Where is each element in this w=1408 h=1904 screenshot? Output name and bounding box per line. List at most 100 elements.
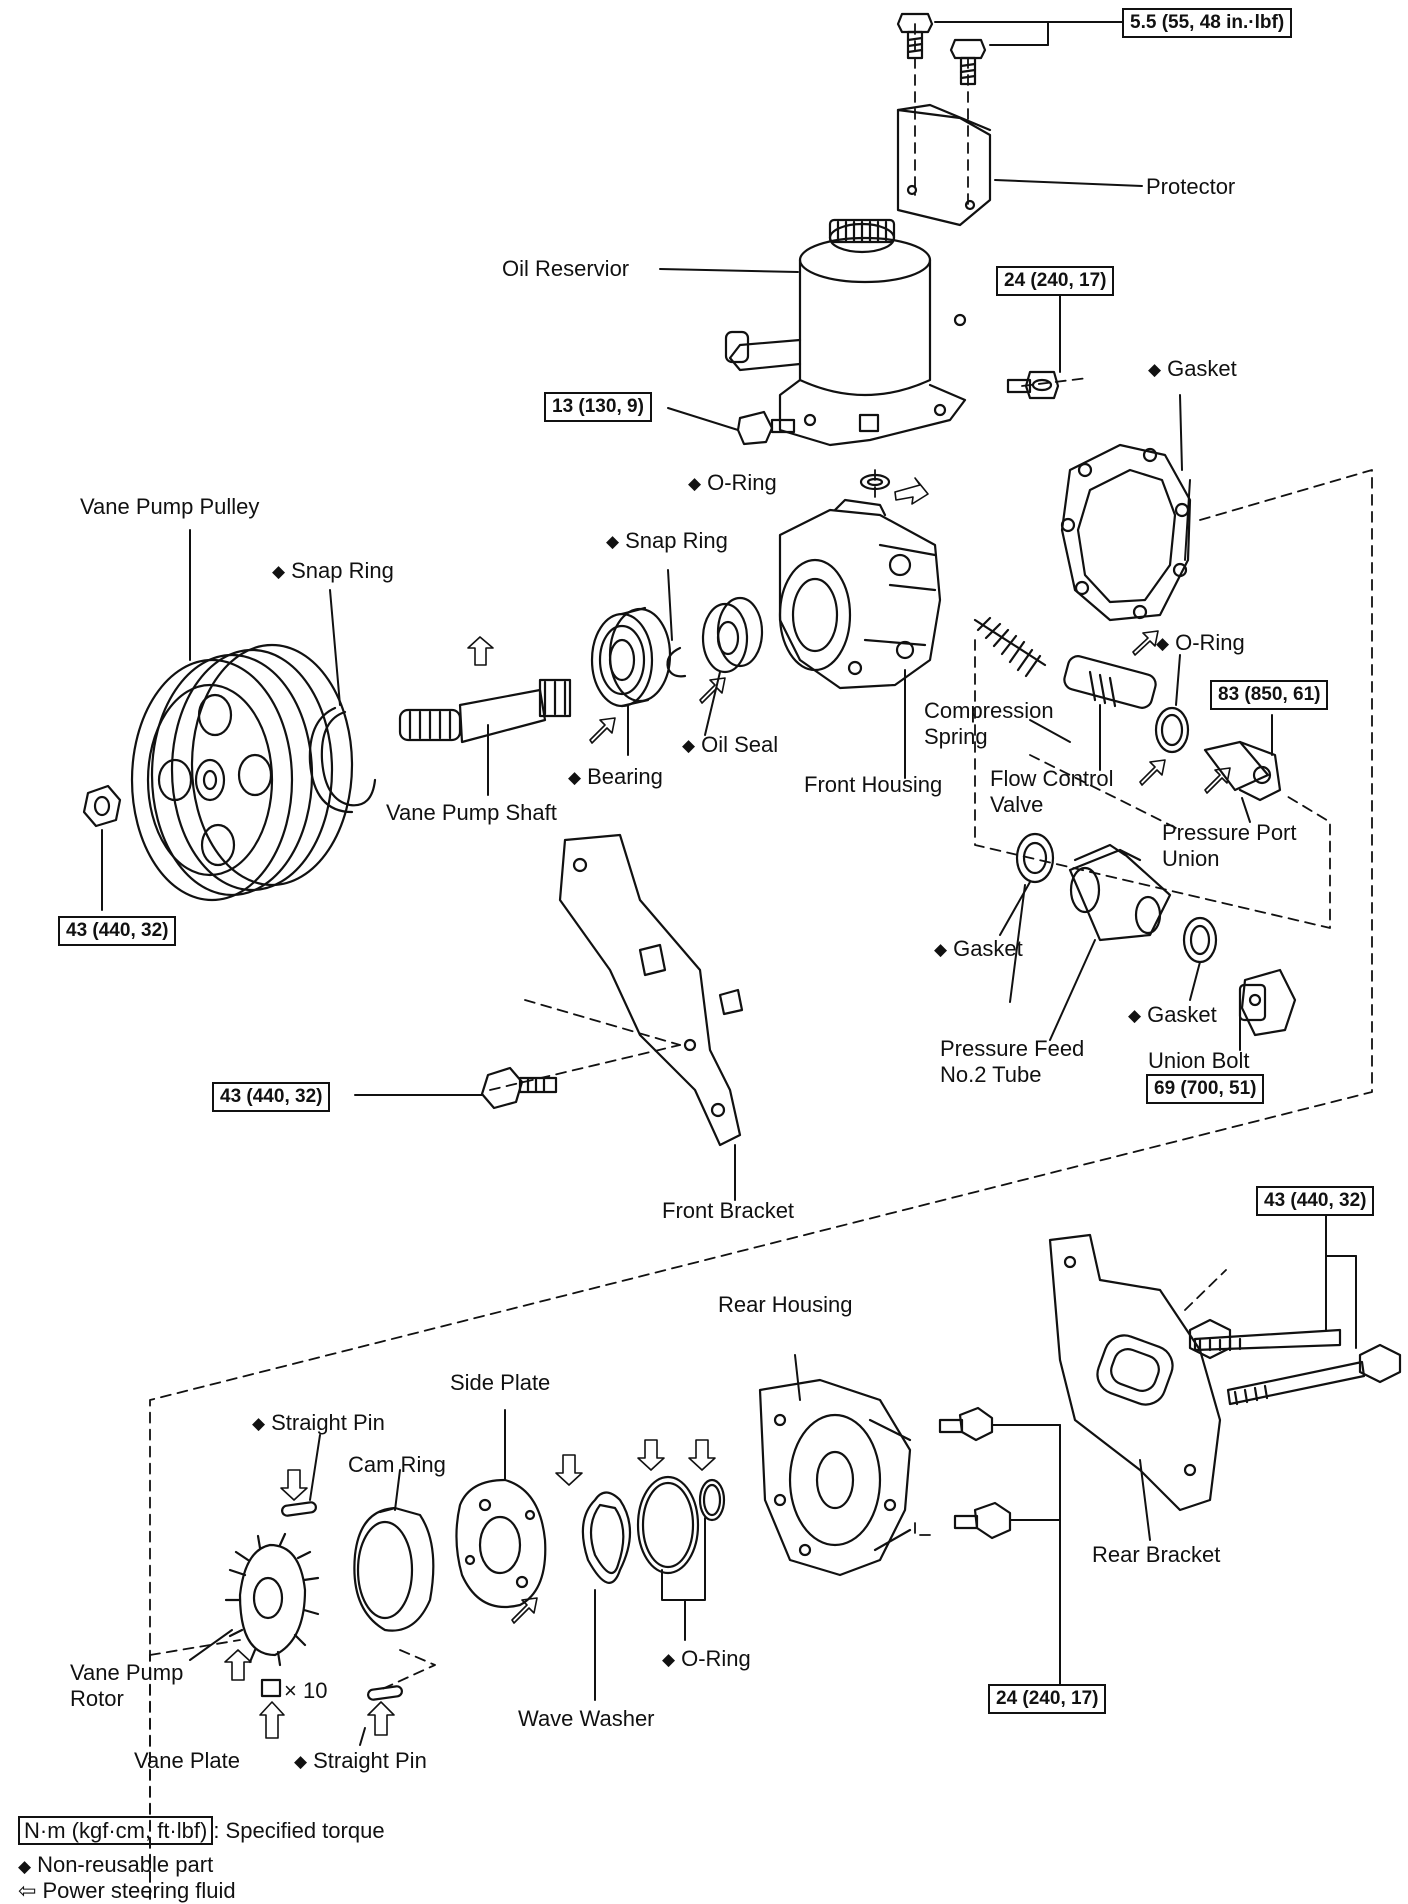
- label-gasket-mid: ◆ Gasket: [934, 936, 1023, 964]
- label-o-ring-top-text: O-Ring: [707, 470, 777, 495]
- side-plate-drawing: [455, 1478, 547, 1609]
- legend-fluid-text: Power steering fluid: [42, 1878, 236, 1903]
- o-ring-top-drawing: [859, 473, 891, 491]
- label-straight-pin-top-text: Straight Pin: [271, 1410, 385, 1435]
- label-times-10: × 10: [284, 1678, 328, 1703]
- label-vane-pump-pulley: Vane Pump Pulley: [80, 494, 260, 519]
- label-rear-bracket: Rear Bracket: [1092, 1542, 1221, 1567]
- wave-washer-drawing: [581, 1491, 631, 1584]
- label-wave-washer: Wave Washer: [518, 1706, 655, 1731]
- oil-seal-drawing: [701, 596, 764, 674]
- bearing-drawing: [590, 606, 672, 708]
- front-housing-drawing: [778, 498, 942, 690]
- legend-torque-unit: N·m (kgf·cm, ft·lbf): [18, 1816, 214, 1845]
- label-gasket-top: ◆ Gasket: [1148, 356, 1237, 384]
- legend-torque-desc: : Specified torque: [213, 1818, 385, 1843]
- vane-pump-rotor-drawing: [224, 1532, 320, 1667]
- straight-pin-top-drawing: [281, 1501, 317, 1517]
- diamond-icon: ◆: [688, 474, 702, 493]
- label-o-ring-bottom-text: O-Ring: [681, 1646, 751, 1671]
- o-ring-bottom-2-drawing: [698, 1478, 726, 1522]
- label-gasket-mid-text: Gasket: [953, 936, 1023, 961]
- torque-label-43-bracket: 43 (440, 32): [212, 1082, 331, 1112]
- label-protector: Protector: [1146, 174, 1236, 199]
- snap-ring-mid-drawing: [666, 646, 687, 678]
- label-oil-seal-text: Oil Seal: [701, 732, 779, 757]
- diamond-icon: ◆: [18, 1857, 32, 1876]
- diamond-icon: ◆: [1128, 1006, 1142, 1025]
- assembly-dashed-lines: [149, 23, 1373, 1902]
- label-pressure-port-union: Pressure Port Union: [1162, 820, 1297, 871]
- label-snap-ring-mid: ◆ Snap Ring: [606, 528, 728, 556]
- label-pressure-feed-tube: Pressure Feed No.2 Tube: [940, 1036, 1085, 1087]
- diamond-icon: ◆: [934, 940, 948, 959]
- vane-plate-drawing: [260, 1678, 282, 1698]
- label-cam-ring: Cam Ring: [348, 1452, 446, 1477]
- label-gasket-right-text: Gasket: [1147, 1002, 1217, 1027]
- torque-label-24-bottom: 24 (240, 17): [988, 1684, 1107, 1714]
- label-gasket-top-text: Gasket: [1167, 356, 1237, 381]
- label-snap-ring-left: ◆Snap Ring: [272, 558, 394, 586]
- legend-fluid: ⇦Power steering fluid: [18, 1878, 236, 1904]
- label-o-ring-bottom: ◆O-Ring: [662, 1646, 751, 1674]
- label-o-ring-right: ◆ O-Ring: [1156, 630, 1245, 658]
- bolt-13-drawing: [736, 410, 796, 446]
- nut-drawing: [82, 784, 122, 828]
- label-o-ring-right-text: O-Ring: [1175, 630, 1245, 655]
- label-vane-plate: Vane Plate: [134, 1748, 241, 1773]
- legend-non-reusable: ◆Non-reusable part: [18, 1852, 213, 1880]
- flow-control-valve-drawing: [1063, 655, 1157, 709]
- diamond-icon: ◆: [1148, 360, 1162, 379]
- gasket-top-drawing: [1060, 443, 1192, 622]
- rear-housing-bolt-1-drawing: [938, 1406, 994, 1442]
- rear-bracket-bolt-2-drawing: [1226, 1343, 1402, 1406]
- label-straight-pin-bottom: ◆ Straight Pin: [294, 1748, 427, 1776]
- label-front-housing: Front Housing: [804, 772, 943, 797]
- protector-drawing: [896, 103, 992, 227]
- pressure-port-union-drawing: [1203, 740, 1282, 802]
- label-vane-pump-shaft: Vane Pump Shaft: [386, 800, 557, 825]
- torque-label-43-pulley: 43 (440, 32): [58, 916, 177, 946]
- front-bracket-drawing: [558, 833, 744, 1147]
- gasket-mid-drawing: [1015, 832, 1055, 884]
- label-gasket-right: ◆ Gasket: [1128, 1002, 1217, 1030]
- rear-bracket-drawing: [1048, 1233, 1222, 1512]
- front-bracket-bolt-drawing: [480, 1066, 558, 1110]
- label-compression-spring: Compression Spring: [924, 698, 1054, 749]
- label-snap-ring-mid-text: Snap Ring: [625, 528, 728, 553]
- label-straight-pin-top: ◆Straight Pin: [252, 1410, 385, 1438]
- label-union-bolt: Union Bolt: [1148, 1048, 1250, 1073]
- top-bolt-1-drawing: [896, 12, 934, 60]
- label-rear-housing: Rear Housing: [718, 1292, 853, 1317]
- diamond-icon: ◆: [294, 1752, 308, 1771]
- diamond-icon: ◆: [606, 532, 620, 551]
- torque-label-83: 83 (850, 61): [1210, 680, 1329, 710]
- leader-lines: [1009, 479, 1191, 1003]
- label-o-ring-top: ◆ O-Ring: [688, 470, 777, 498]
- label-front-bracket: Front Bracket: [662, 1198, 795, 1223]
- label-flow-control-valve: Flow Control Valve: [990, 766, 1114, 817]
- diamond-icon: ◆: [682, 736, 696, 755]
- rear-housing-drawing: [758, 1378, 912, 1577]
- torque-label-13: 13 (130, 9): [544, 392, 652, 422]
- fluid-arrow-drawing: [894, 477, 929, 505]
- label-oil-reservoir: Oil Reservior: [502, 256, 630, 281]
- label-side-plate: Side Plate: [450, 1370, 551, 1395]
- label-straight-pin-bottom-text: Straight Pin: [313, 1748, 427, 1773]
- rear-housing-bolt-2-drawing: [953, 1501, 1012, 1540]
- label-oil-seal: ◆ Oil Seal: [682, 732, 778, 760]
- snap-ring-left-drawing: [308, 706, 377, 814]
- bolt-24-top-drawing: [1006, 370, 1060, 400]
- torque-label-24-top: 24 (240, 17): [996, 266, 1115, 296]
- oil-reservoir-drawing: [724, 218, 967, 447]
- legend-torque: N·m (kgf·cm, ft·lbf): Specified torque: [18, 1816, 385, 1845]
- fluid-arrow-icon: ⇦: [18, 1878, 37, 1903]
- diamond-icon: ◆: [272, 562, 286, 581]
- o-ring-bottom-1-drawing: [636, 1475, 700, 1575]
- vane-pump-shaft-drawing: [398, 678, 572, 744]
- label-bearing: ◆Bearing: [568, 764, 663, 792]
- diamond-icon: ◆: [1156, 634, 1170, 653]
- pressure-feed-tube-drawing: [1068, 843, 1172, 942]
